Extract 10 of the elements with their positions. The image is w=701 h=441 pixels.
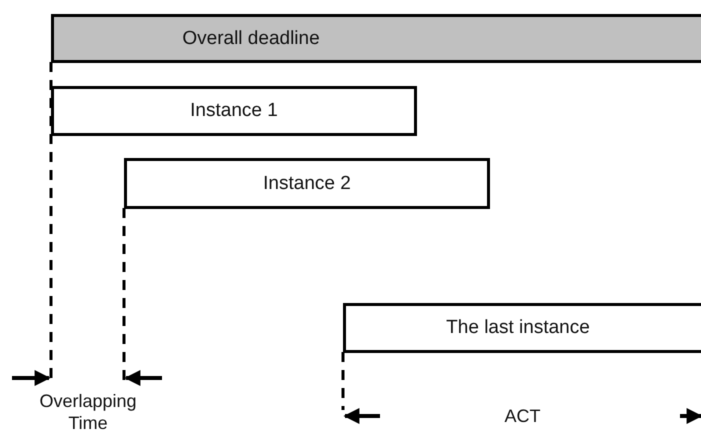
- deadline-bar: [51, 14, 701, 63]
- instance-bar: [124, 158, 490, 209]
- instance-bar: [51, 86, 417, 136]
- bar-label: Instance 2: [263, 172, 351, 194]
- bar-label: Instance 1: [190, 100, 278, 122]
- interval-label: Overlapping Time: [38, 390, 138, 434]
- bar-label: The last instance: [446, 317, 590, 339]
- bar-label: Overall deadline: [182, 28, 320, 50]
- instance-bar: [343, 303, 701, 353]
- interval-label: ACT: [504, 405, 542, 427]
